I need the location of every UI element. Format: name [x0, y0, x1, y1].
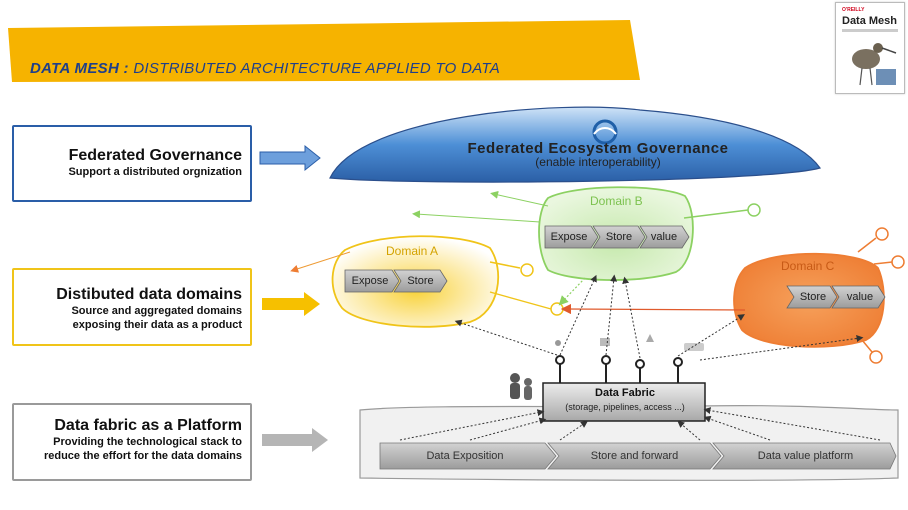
band-step-value-platform — [712, 442, 897, 470]
band-label-store-forward: Store and forward — [590, 450, 679, 462]
domain-c-label: Domain C — [781, 259, 835, 273]
bird-illustration-icon — [852, 43, 897, 86]
domain-b-step-value — [639, 225, 690, 249]
governance-arrow — [259, 144, 321, 172]
banner-title: DATA MESH : DISTRIBUTED ARCHITECTURE APP… — [30, 60, 500, 77]
banner-shape — [8, 20, 640, 82]
people-icon — [510, 373, 532, 400]
domain-b-steps — [544, 225, 690, 249]
domain-c-to-connector-arrow — [560, 303, 746, 315]
domain-a-step-store-label: Store — [407, 275, 434, 287]
domain-a-connector — [550, 302, 564, 316]
book-title: Data Mesh — [842, 15, 898, 27]
band-label-exposition: Data Exposition — [426, 450, 504, 462]
domain-c-step-value — [831, 285, 886, 309]
domain-c-steps — [786, 285, 886, 309]
domains-sub-1: Source and aggregated domains — [71, 305, 242, 317]
domain-b-output-arrow-2 — [412, 210, 541, 223]
data-fabric-subtitle: (storage, pipelines, access ...) — [565, 402, 685, 412]
governance-emblem-icon — [592, 119, 618, 145]
platform-sub-2: reduce the effort for the data domains — [43, 450, 242, 462]
title-banner: DATA MESH : DISTRIBUTED ARCHITECTURE APP… — [0, 20, 660, 82]
book-subtitle-bar — [842, 29, 898, 32]
domain-a-step-store — [393, 269, 448, 293]
band-label-value-platform: Data value platform — [757, 450, 854, 462]
domain-a-step-expose-label: Expose — [351, 275, 389, 287]
domains-box: Distibuted data domains Source and aggre… — [12, 268, 252, 346]
domain-a-output-arrow — [290, 251, 351, 273]
domain-c-step-store-label: Store — [799, 291, 827, 303]
domain-b-output-arrow-1 — [490, 190, 549, 207]
domain-a-label: Domain A — [386, 244, 439, 258]
domain-b-label: Domain B — [590, 194, 643, 208]
domain-a-steps — [344, 269, 448, 293]
data-fabric-block — [542, 355, 706, 422]
platform-arrow — [262, 428, 328, 452]
band-step-store-forward — [547, 442, 722, 470]
governance-sub: Support a distributed orgnization — [68, 166, 242, 178]
banner-title-rest: DISTRIBUTED ARCHITECTURE APPLIED TO DATA — [128, 60, 501, 77]
domain-a-step-expose — [344, 269, 400, 293]
platform-band-steps — [379, 442, 897, 470]
domain-a-link — [489, 291, 552, 310]
domains-arrow — [262, 292, 320, 316]
domain-c-step-value-label: value — [846, 291, 874, 303]
governance-heading: Federated Governance — [68, 147, 242, 164]
governance-box: Federated Governance Support a distribut… — [12, 125, 252, 202]
fabric-to-domain-links — [454, 274, 864, 361]
domain-b-step-value-label: value — [650, 231, 678, 243]
data-fabric-title: Data Fabric — [595, 387, 655, 399]
domain-b-step-store-label: Store — [605, 231, 633, 243]
book-publisher: O'REILLY — [842, 7, 865, 13]
band-step-exposition — [379, 442, 557, 470]
governance-cloud — [329, 106, 821, 183]
book-cover: O'REILLY Data Mesh — [835, 2, 905, 94]
domain-b-step-expose-label: Expose — [550, 231, 588, 243]
platform-heading: Data fabric as a Platform — [54, 417, 242, 434]
domains-heading: Distibuted data domains — [56, 286, 242, 303]
platform-box: Data fabric as a Platform Providing the … — [12, 403, 252, 481]
band-to-fabric-links — [399, 407, 881, 441]
domains-sub-2: exposing their data as a product — [72, 319, 242, 331]
domain-b-to-connector-arrow — [558, 277, 586, 306]
governance-cloud-title: Federated Ecosystem Governance — [467, 140, 729, 157]
banner-title-bold: DATA MESH : — [30, 60, 129, 77]
governance-cloud-subtitle: (enable interoperability) — [535, 155, 661, 169]
data-source-icons — [555, 334, 704, 351]
domain-c-step-store — [786, 285, 838, 309]
platform-sub-1: Providing the technological stack to — [53, 436, 242, 448]
domain-b-step-store — [592, 225, 646, 249]
domain-b-step-expose — [544, 225, 599, 249]
